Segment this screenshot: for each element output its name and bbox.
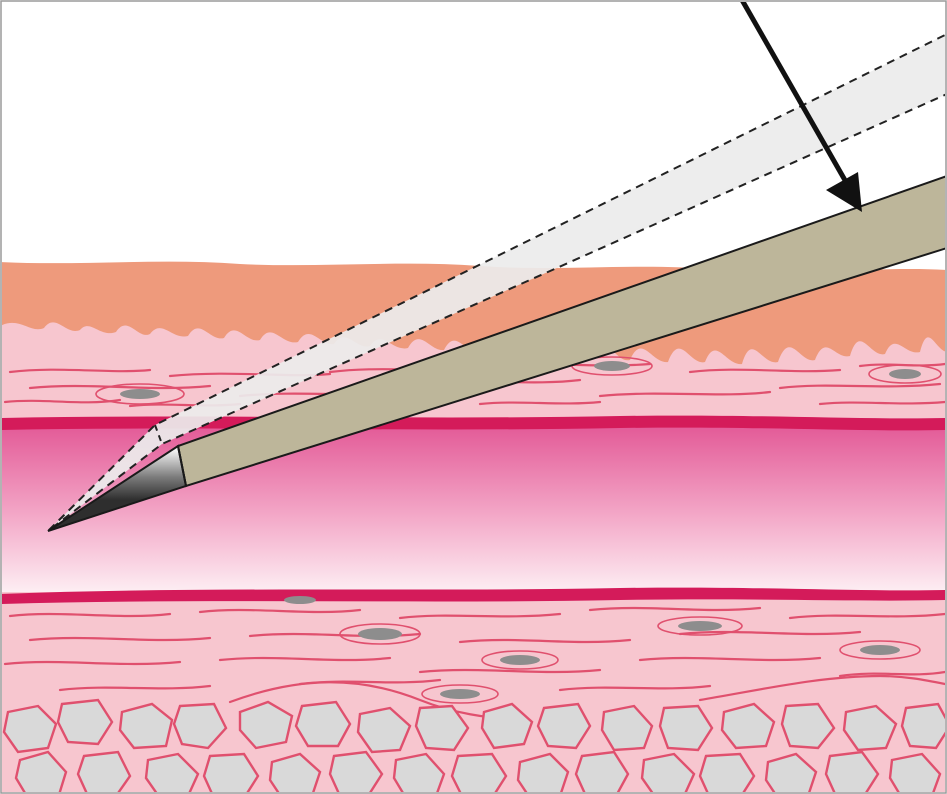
vessel-upper-wall	[0, 416, 947, 431]
